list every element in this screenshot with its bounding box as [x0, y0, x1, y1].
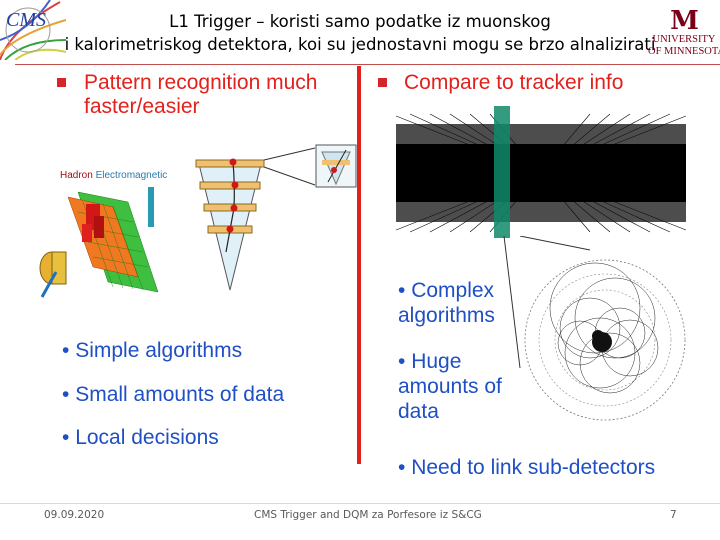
slide-title: L1 Trigger – koristi samo podatke iz muo… — [60, 10, 660, 56]
umn-mark: M — [648, 8, 720, 34]
title-line-2: i kalorimetriskog detektora, koi su jedn… — [60, 33, 660, 56]
left-bullet-3: • Local decisions — [62, 425, 219, 450]
umn-line-1: UNIVERSITY — [648, 34, 720, 46]
left-bullet-1: • Simple algorithms — [62, 338, 242, 363]
calo-label-em: Electromagnetic — [96, 170, 168, 181]
calo-grid-graphic — [38, 182, 198, 300]
footer-title: CMS Trigger and DQM za Porfesore iz S&CG — [254, 509, 482, 521]
left-heading: Pattern recognition much faster/easier — [84, 71, 317, 119]
left-heading-line-2: faster/easier — [84, 95, 317, 119]
title-line-1: L1 Trigger – koristi samo podatke iz muo… — [60, 10, 660, 33]
tracker-event-graphic — [390, 104, 690, 244]
footer-page-number: 7 — [670, 509, 677, 521]
right-heading-bullet — [378, 78, 387, 87]
cms-logo: CMS — [0, 0, 66, 60]
left-heading-bullet — [57, 78, 66, 87]
right-bullet-1: • Complex algorithms — [398, 278, 495, 328]
footer-date: 09.09.2020 — [44, 509, 104, 521]
footer-rule — [0, 503, 720, 504]
column-divider — [357, 66, 361, 464]
calorimeter-illustration: Hadron Electromagnetic — [38, 160, 198, 300]
muon-sector-graphic — [190, 140, 360, 300]
calo-label-hadron: Hadron — [60, 170, 93, 181]
umn-logo: M UNIVERSITY OF MINNESOTA — [648, 8, 720, 68]
right-bullet-3: • Need to link sub-detectors — [398, 455, 655, 480]
left-bullet-2: • Small amounts of data — [62, 382, 284, 407]
right-bullet-list: • Complex algorithms • Huge amounts of d… — [398, 278, 708, 488]
right-bullet-2: • Huge amounts of data — [398, 349, 502, 424]
left-heading-line-1: Pattern recognition much — [84, 71, 317, 95]
calo-labels: Hadron Electromagnetic — [60, 170, 167, 181]
title-rule — [15, 64, 720, 65]
left-bullet-list: • Simple algorithms • Small amounts of d… — [62, 338, 352, 458]
umn-line-2: OF MINNESOTA — [648, 46, 720, 58]
cms-logo-text: CMS — [6, 9, 46, 31]
right-heading: Compare to tracker info — [404, 71, 623, 95]
